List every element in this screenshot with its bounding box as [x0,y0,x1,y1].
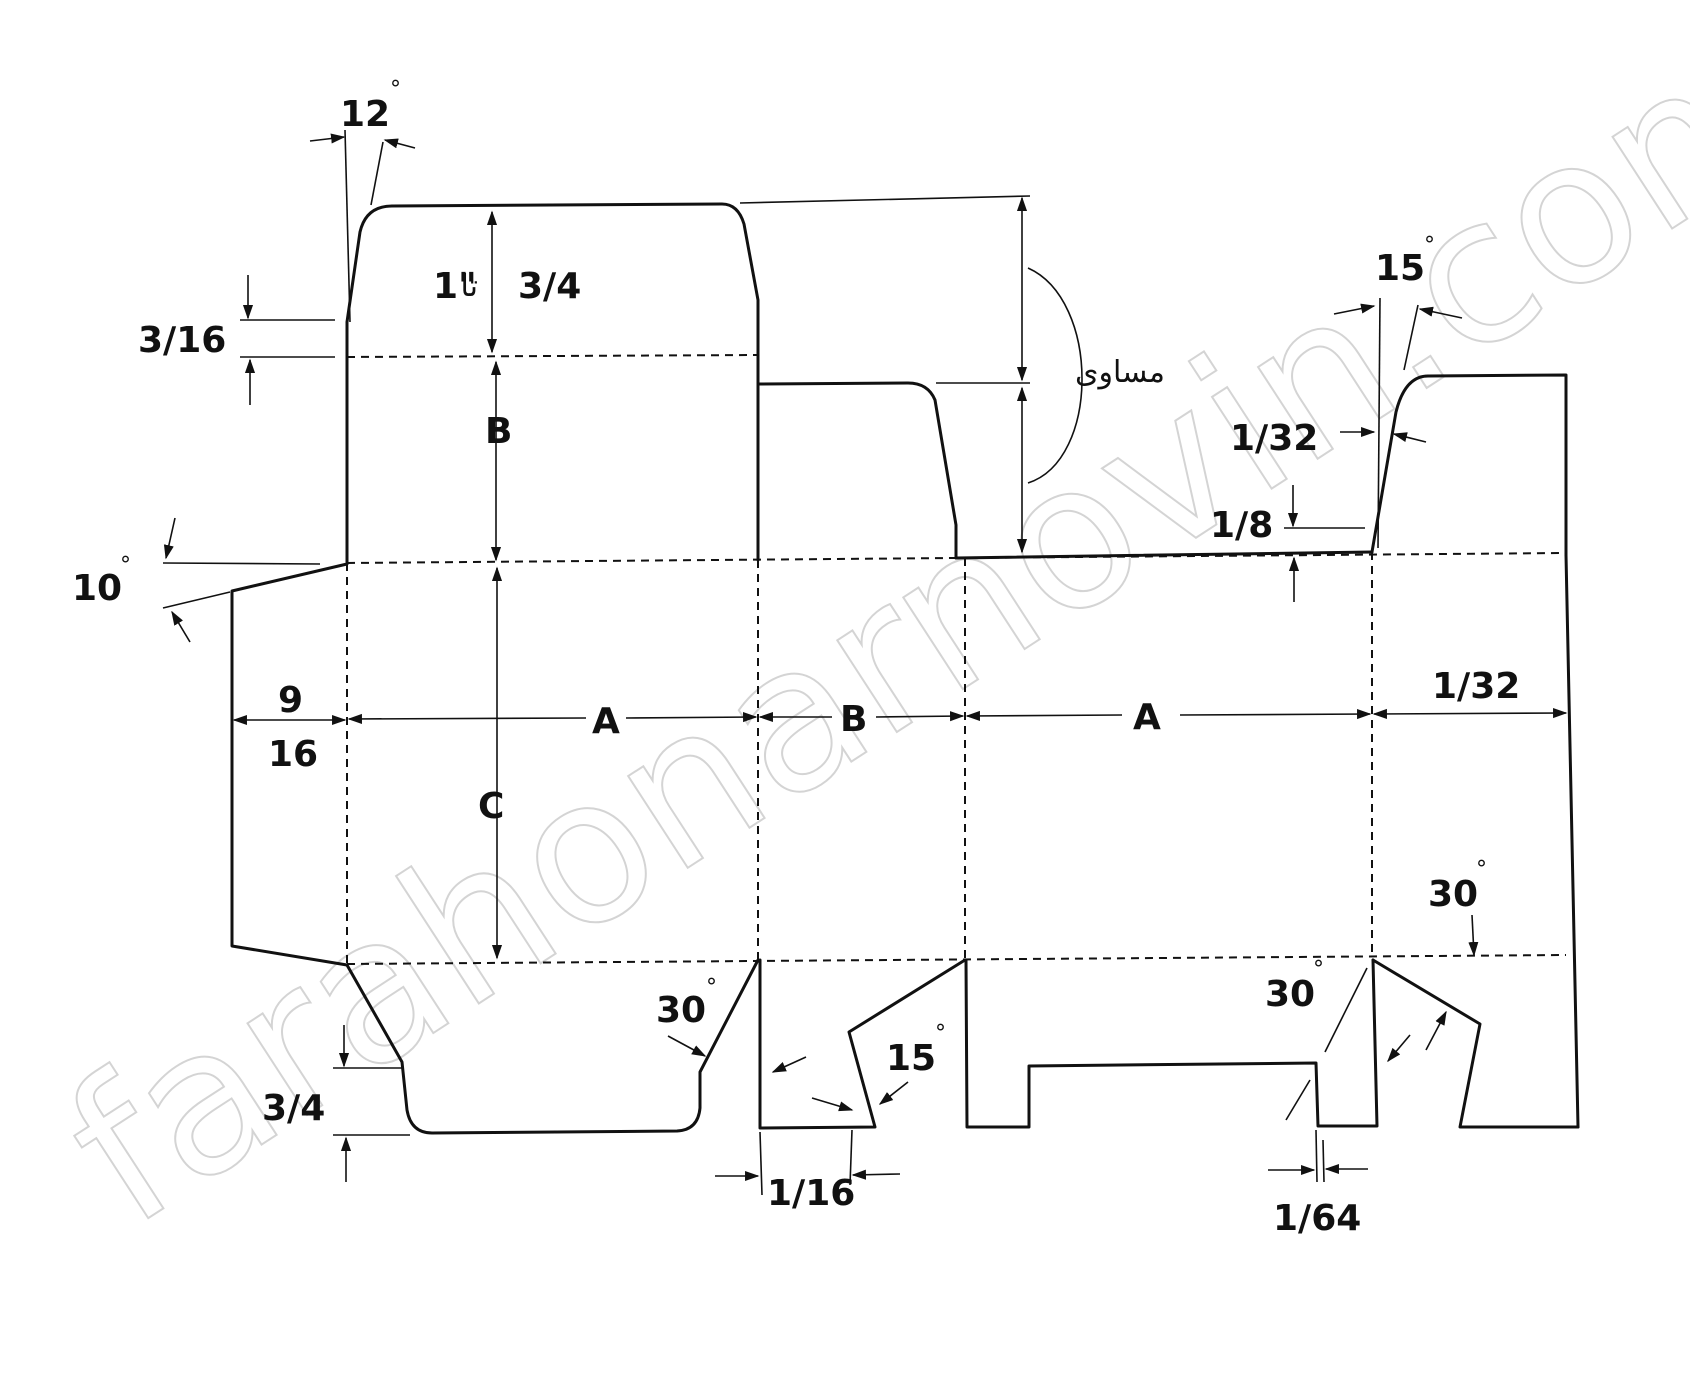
degree-mark-30-right: ° [1476,857,1487,882]
bottom-flap-b-outline [758,958,967,1130]
label-three-quarter-top: 3/4 [518,266,581,307]
angle-30-left: 30 [656,990,706,1031]
label-one-inch: 1" [433,266,477,307]
label-one-32-top: 1/32 [1230,418,1318,459]
degree-mark-30-left: ° [706,975,717,1000]
label-three-4-bottom: 3/4 [262,1088,325,1129]
bottom-tuck-outline [345,958,760,1135]
degree-mark-15-bottom: ° [935,1021,946,1046]
degree-mark-10: ° [120,553,131,578]
angle-15-top: 15 [1375,248,1425,289]
angle-labels: 12 ° 15 ° 10 ° 30 ° 15 ° 30 ° 30 ° [72,77,1487,1079]
label-one-8: 1/8 [1210,505,1273,546]
label-one-64: 1/64 [1273,1198,1361,1239]
label-three-16: 3/16 [138,320,226,361]
label-C: C [478,786,504,827]
angle-15-bottom: 15 [886,1038,936,1079]
right-dust-flap-outline [1370,373,1568,557]
label-one-32-right: 1/32 [1432,666,1520,707]
angle-12: 12 [340,94,390,135]
left-glue-flap-outline [230,562,349,967]
label-sixteen: 16 [268,734,318,775]
label-ta: تا [461,269,479,304]
degree-mark-15-top: ° [1424,233,1435,258]
degree-mark-30-mid: ° [1313,957,1324,982]
degree-mark-12: ° [390,77,401,102]
label-equal: مساوی [1075,355,1165,390]
dimension-lines [162,129,1568,1196]
label-A-right: A [1133,697,1161,738]
glue-panel-right-edge [1564,553,1580,1129]
fold-lines [346,354,1567,965]
label-one-16: 1/16 [767,1173,855,1214]
angle-30-right: 30 [1428,874,1478,915]
angle-10: 10 [72,568,122,609]
watermark-text: farahonarnovin.com [29,0,1690,1270]
angle-30-mid: 30 [1265,974,1315,1015]
label-B-top: B [485,411,512,452]
bottom-flap-a-outline [964,958,1379,1129]
label-nine: 9 [278,680,303,721]
bottom-flap-glue-outline [1371,958,1580,1129]
top-tuck-flap-outline [345,202,760,564]
dimension-labels: 3/4 تا 1" مساوی B C A B A 9 16 3/16 3/4 … [138,266,1520,1239]
top-dust-flap-outline [756,381,958,560]
label-A-left: A [592,701,620,742]
label-B-mid: B [840,699,867,740]
